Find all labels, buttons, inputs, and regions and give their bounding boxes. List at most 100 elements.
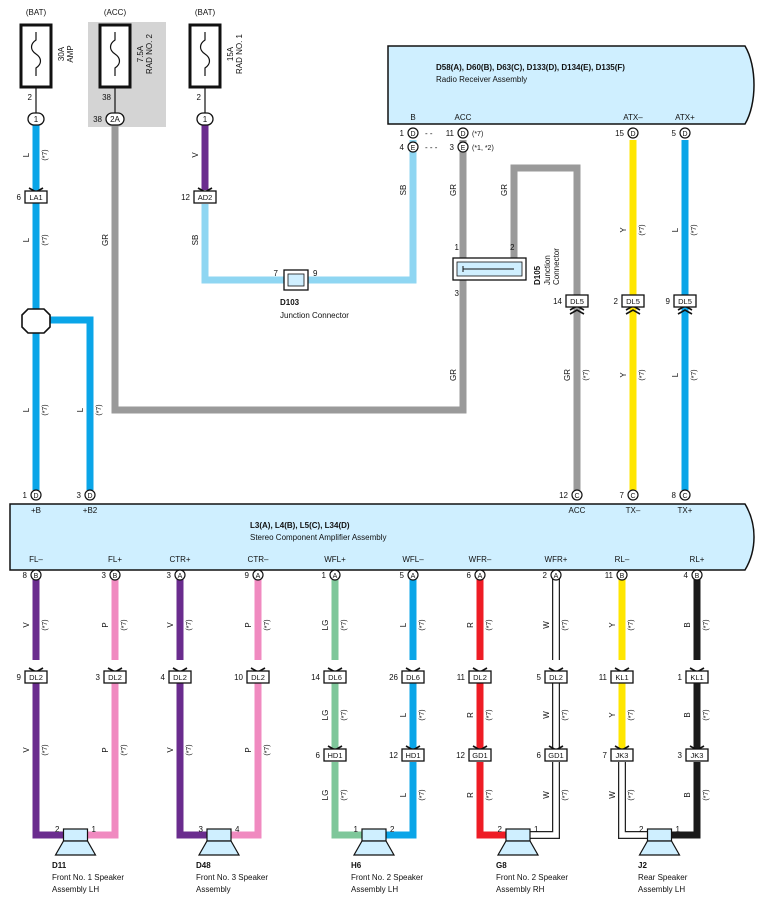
speaker-id-0: D11 bbox=[52, 861, 67, 870]
lower-inline-a-5-label: DL6 bbox=[406, 673, 420, 682]
lower-inline-b-8-label: JK3 bbox=[616, 751, 629, 760]
lower-inline-a-2-label: DL2 bbox=[173, 673, 187, 682]
wire-l-f-color-label: L bbox=[671, 372, 680, 377]
wire-l-d-color-label: L bbox=[76, 407, 85, 412]
lower-inline-b-8 bbox=[610, 748, 634, 762]
speaker-pin-b-2: 2 bbox=[390, 825, 395, 834]
wire-gr-label4: GR bbox=[449, 369, 458, 381]
lower-wire-a-0-color-label: V bbox=[22, 622, 31, 628]
amp-bottom-pin-4 bbox=[329, 569, 341, 581]
lower-wire-c-9-color-label: B bbox=[683, 792, 692, 797]
amp-bottom-pin-5-letter: A bbox=[411, 573, 416, 580]
fuse-rating-1: 7.5A bbox=[136, 45, 145, 62]
lower-inline-a-8 bbox=[610, 670, 634, 684]
amp-bottom-pin-num-8: 11 bbox=[605, 571, 614, 580]
fuse-icon bbox=[199, 32, 211, 76]
speaker-id-3: G8 bbox=[496, 861, 507, 870]
lower-inline-b-6 bbox=[468, 748, 492, 762]
inline-la1-pin: 6 bbox=[17, 193, 22, 202]
d103-name: Junction Connector bbox=[280, 311, 349, 320]
amp-bottom-terminal-1: FL+ bbox=[108, 555, 122, 564]
amp-bottom-pin-num-0: 8 bbox=[23, 571, 28, 580]
amp-top-pin-num-1: 3 bbox=[77, 491, 82, 500]
amp-top-pin-2 bbox=[571, 489, 583, 501]
fuse-name-1: RAD NO. 2 bbox=[145, 33, 154, 74]
lower-inline-b-4-pin: 6 bbox=[316, 751, 321, 760]
amp-top-pin-1 bbox=[84, 489, 96, 501]
wire-gr-amp bbox=[510, 164, 581, 490]
amp-bottom-terminal-3: CTR– bbox=[248, 555, 269, 564]
inline-la1-label: LA1 bbox=[29, 193, 42, 202]
lower-wire-a-2-color-label: V bbox=[166, 622, 175, 628]
speaker-pin-a-2: 1 bbox=[354, 825, 359, 834]
lower-wire-a-5-note-label: (*7) bbox=[419, 619, 426, 630]
lower-wire-b-0-note-label: (*7) bbox=[42, 744, 49, 755]
lower-wire-a-3-color-label: P bbox=[244, 622, 253, 627]
lower-inline-a-3 bbox=[246, 670, 270, 684]
wire-y-a-note-label: (*7) bbox=[639, 224, 646, 235]
lower-wire-c-8-color-label: W bbox=[608, 791, 617, 799]
lower-inline-b-5 bbox=[401, 748, 425, 762]
amp-top-pin-2-letter: C bbox=[574, 493, 579, 500]
speaker-cone-2 bbox=[352, 840, 396, 856]
inline-dl5-c-pin: 9 bbox=[666, 297, 671, 306]
wire-l-a-color-label: L bbox=[22, 152, 31, 157]
fuse-icon bbox=[30, 32, 42, 76]
amp-bottom-pin-num-3: 9 bbox=[245, 571, 250, 580]
radio-pin-1D bbox=[407, 127, 419, 139]
inline-la1 bbox=[24, 190, 48, 204]
wire-y-b-note-label: (*7) bbox=[639, 369, 646, 380]
inline-dl5-c bbox=[673, 294, 697, 308]
inline-dl5-c-chevron bbox=[677, 309, 693, 315]
lower-inline-a-3-label: DL2 bbox=[251, 673, 265, 682]
lower-wire-b-4-color-label: LG bbox=[321, 710, 330, 721]
radio-pin-4E bbox=[407, 141, 419, 153]
lower-inline-a-1-label: DL2 bbox=[108, 673, 122, 682]
splice-octagon bbox=[21, 308, 51, 334]
fuse-conn-0-label: 1 bbox=[34, 115, 39, 124]
radio-pin-dash-0: - - bbox=[425, 129, 433, 138]
inline-dl5-a-label: DL5 bbox=[570, 297, 584, 306]
lower-inline-a-6 bbox=[468, 670, 492, 684]
amp-bottom-pin-8 bbox=[616, 569, 628, 581]
speaker-name-b-1: Assembly bbox=[196, 885, 231, 894]
lower-wire-c-7-color-label: W bbox=[542, 791, 551, 799]
wire-gr-label: GR bbox=[101, 234, 110, 246]
radio-connectors: D58(A), D60(B), D63(C), D133(D), D134(E)… bbox=[436, 63, 625, 72]
wire-gr-acc bbox=[111, 125, 467, 414]
amplifier-box bbox=[9, 503, 755, 571]
inline-dl5-b-pin: 2 bbox=[614, 297, 619, 306]
speaker-name-b-0: Assembly LH bbox=[52, 885, 99, 894]
amp-bottom-terminal-6: WFR– bbox=[469, 555, 492, 564]
wire-gr-label3: GR bbox=[500, 184, 509, 196]
lower-inline-b-8-pin: 7 bbox=[603, 751, 608, 760]
lower-inline-b-9-pin: 3 bbox=[678, 751, 683, 760]
amp-top-pin-0 bbox=[30, 489, 42, 501]
radio-pin-5D-letter: D bbox=[682, 131, 687, 138]
speaker-body-3 bbox=[505, 828, 531, 842]
lower-wire-a-8-color-label: Y bbox=[608, 622, 617, 628]
speaker-pin-a-4: 2 bbox=[639, 825, 644, 834]
lower-wire-b-2 bbox=[176, 672, 207, 839]
speaker-pin-b-0: 1 bbox=[92, 825, 97, 834]
lower-inline-a-6-pin: 11 bbox=[457, 673, 466, 682]
wire-l-d-note-label: (*7) bbox=[96, 404, 103, 415]
speaker-cone-4 bbox=[638, 840, 681, 856]
radio-pin-11D bbox=[457, 127, 469, 139]
lower-wire-c-8 bbox=[619, 762, 648, 838]
amp-connectors: L3(A), L4(B), L5(C), L34(D) bbox=[250, 521, 350, 530]
lower-inline-a-0-label: DL2 bbox=[29, 673, 43, 682]
lower-wire-a-2-note-label: (*7) bbox=[186, 619, 193, 630]
lower-inline-a-5 bbox=[401, 670, 425, 684]
amp-top-pin-3 bbox=[627, 489, 639, 501]
speaker-body-1 bbox=[206, 828, 232, 842]
speaker-name-a-4: Rear Speaker bbox=[638, 873, 688, 882]
lower-wire-b-5-color-label: L bbox=[399, 712, 408, 717]
fuse-pin-1: 38 bbox=[102, 93, 111, 102]
amp-bottom-pin-9-letter: B bbox=[695, 573, 700, 580]
speaker-body-2 bbox=[361, 828, 387, 842]
amp-top-terminal-4: TX+ bbox=[678, 506, 693, 515]
wire-l-c-color-label: L bbox=[22, 407, 31, 412]
speaker-pin-a-0: 2 bbox=[55, 825, 60, 834]
amp-top-pin-num-2: 12 bbox=[559, 491, 568, 500]
